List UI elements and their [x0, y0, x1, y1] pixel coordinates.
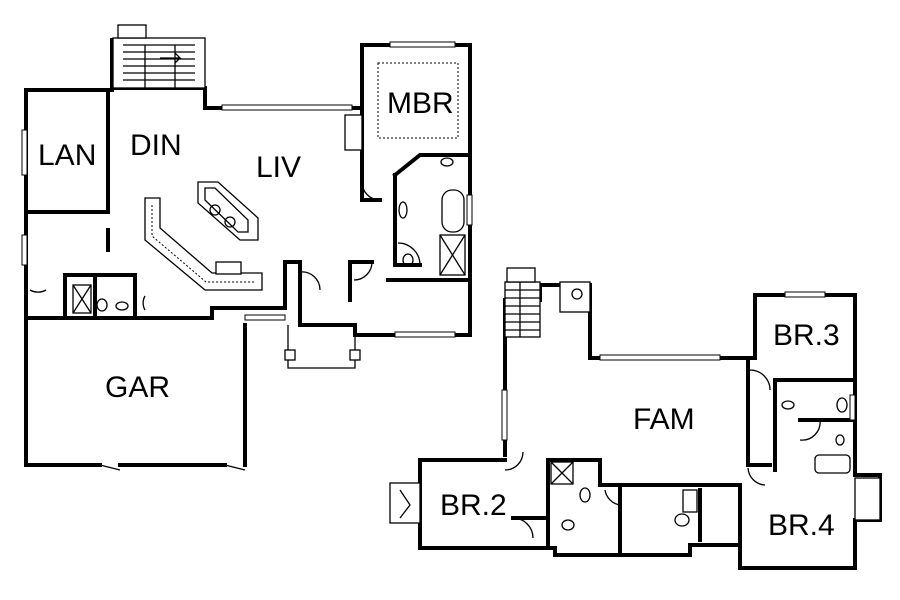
liv-windows: [221, 104, 353, 111]
main-door-swings: [29, 181, 421, 311]
room-label-gar: GAR: [105, 371, 170, 404]
lower-stair: [504, 281, 541, 338]
room-label-liv: LIV: [256, 151, 301, 184]
lower-bath-tub: [814, 454, 851, 474]
room-labels: LAN DIN LIV MBR GAR FAM BR.2 BR.3 BR.4: [38, 87, 840, 542]
room-label-mbr: MBR: [387, 87, 454, 120]
br2-bay-window: [389, 482, 421, 524]
lanai-walls: [24, 88, 110, 214]
master-tub: [441, 189, 465, 233]
main-level-exterior-walls: [24, 38, 472, 337]
garage-walls: [24, 316, 247, 467]
kitchen-counter: [144, 197, 263, 291]
lower-level: [389, 267, 882, 570]
front-porch: [287, 325, 356, 369]
main-interior-walls: [63, 106, 472, 320]
lower-interior-walls: [511, 356, 857, 557]
mbr-tray-ceiling: [377, 62, 459, 139]
room-label-fam: FAM: [633, 403, 695, 436]
room-label-lan: LAN: [38, 139, 96, 172]
kitchen-island: [197, 181, 259, 241]
main-level: [21, 24, 473, 471]
room-label-br2: BR.2: [440, 489, 507, 522]
lower-door-swings: [504, 369, 821, 539]
fam-windows: [599, 354, 721, 361]
room-label-din: DIN: [130, 129, 182, 162]
room-label-br3: BR.3: [773, 319, 840, 352]
room-label-br4: BR.4: [768, 509, 835, 542]
